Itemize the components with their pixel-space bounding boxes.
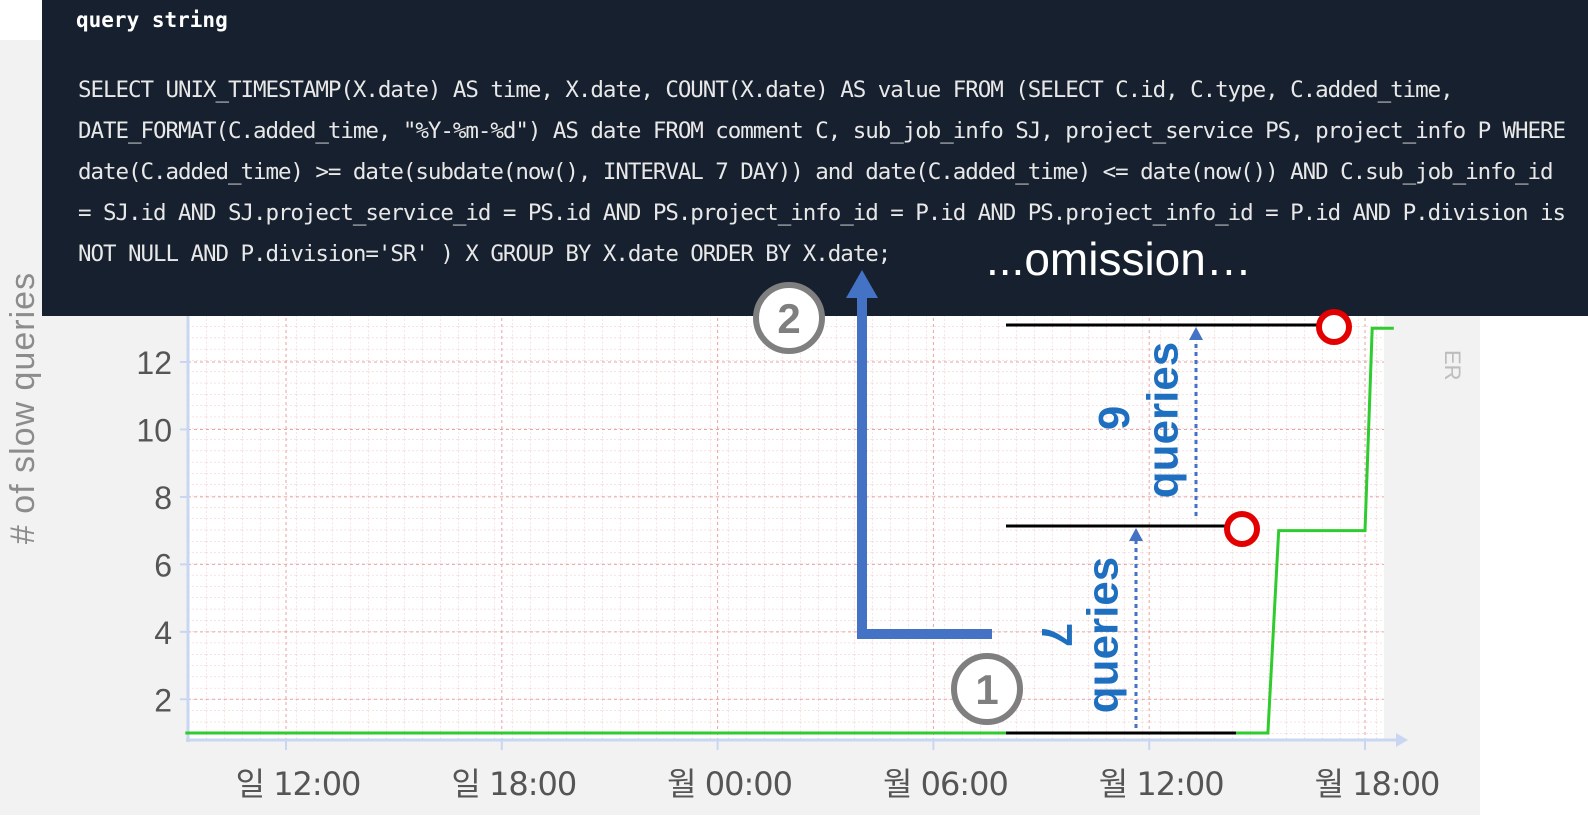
x-axis-arrow: [1396, 733, 1408, 747]
label-7-unit: queries: [1079, 557, 1128, 714]
y-tick-label: 4: [154, 615, 172, 651]
label-6-count: 6: [1089, 406, 1138, 430]
x-tick-label: 일 12:00: [236, 765, 361, 803]
query-line-1: SELECT UNIX_TIMESTAMP(X.date) AS time, X…: [78, 77, 1454, 103]
y-tick-labels: 2 4 6 8 10 12: [136, 345, 172, 718]
label-7-count: 7: [1032, 623, 1081, 647]
x-tick-label: 월 06:00: [883, 765, 1008, 803]
dotted-arrow-7-head: [1129, 528, 1143, 541]
side-label: ER: [1440, 350, 1465, 381]
circle-1: [951, 653, 1023, 725]
y-tick-label: 8: [154, 480, 172, 516]
x-tick-label: 월 00:00: [667, 765, 792, 803]
omission-note: ...omission…: [986, 233, 1252, 285]
y-tick-label: 12: [136, 345, 172, 381]
query-line-5: NOT NULL AND P.division='SR' ) X GROUP B…: [78, 241, 891, 267]
y-tick-label: 10: [136, 412, 172, 448]
query-title: query string: [76, 8, 228, 32]
elbow-arrow-head: [846, 270, 878, 298]
major-grid: [188, 300, 1384, 740]
y-tick-label: 6: [154, 547, 172, 583]
x-tick-label: 일 18:00: [451, 765, 576, 803]
circle-2: [753, 282, 825, 354]
label-6-unit: queries: [1139, 342, 1188, 499]
x-tick-label: 월 12:00: [1099, 765, 1224, 803]
query-line-3: date(C.added_time) >= date(subdate(now()…: [78, 159, 1554, 185]
y-tick-label: 2: [154, 682, 172, 718]
query-line-2: DATE_FORMAT(C.added_time, "%Y-%m-%d") AS…: [78, 118, 1566, 144]
circle-1-number: 1: [975, 666, 998, 713]
axes: [180, 300, 1408, 750]
minor-grid: [188, 300, 1384, 740]
marker-step-13: [1316, 309, 1352, 345]
query-string-box: query string SELECT UNIX_TIMESTAMP(X.dat…: [42, 0, 1588, 316]
marker-step-7: [1224, 511, 1260, 547]
query-line-4: = SJ.id AND SJ.project_service_id = PS.i…: [78, 200, 1566, 226]
circle-2-number: 2: [777, 295, 800, 342]
x-tick-labels: 일 12:00 일 18:00 월 00:00 월 06:00 월 12:00 월 18:…: [236, 765, 1441, 803]
query-text: SELECT UNIX_TIMESTAMP(X.date) AS time, X…: [78, 70, 1588, 275]
y-axis-label: # of slow queries: [4, 272, 42, 544]
dotted-arrow-6-head: [1189, 327, 1203, 340]
x-tick-label: 월 18:00: [1315, 765, 1440, 803]
elbow-arrow: [857, 298, 992, 639]
